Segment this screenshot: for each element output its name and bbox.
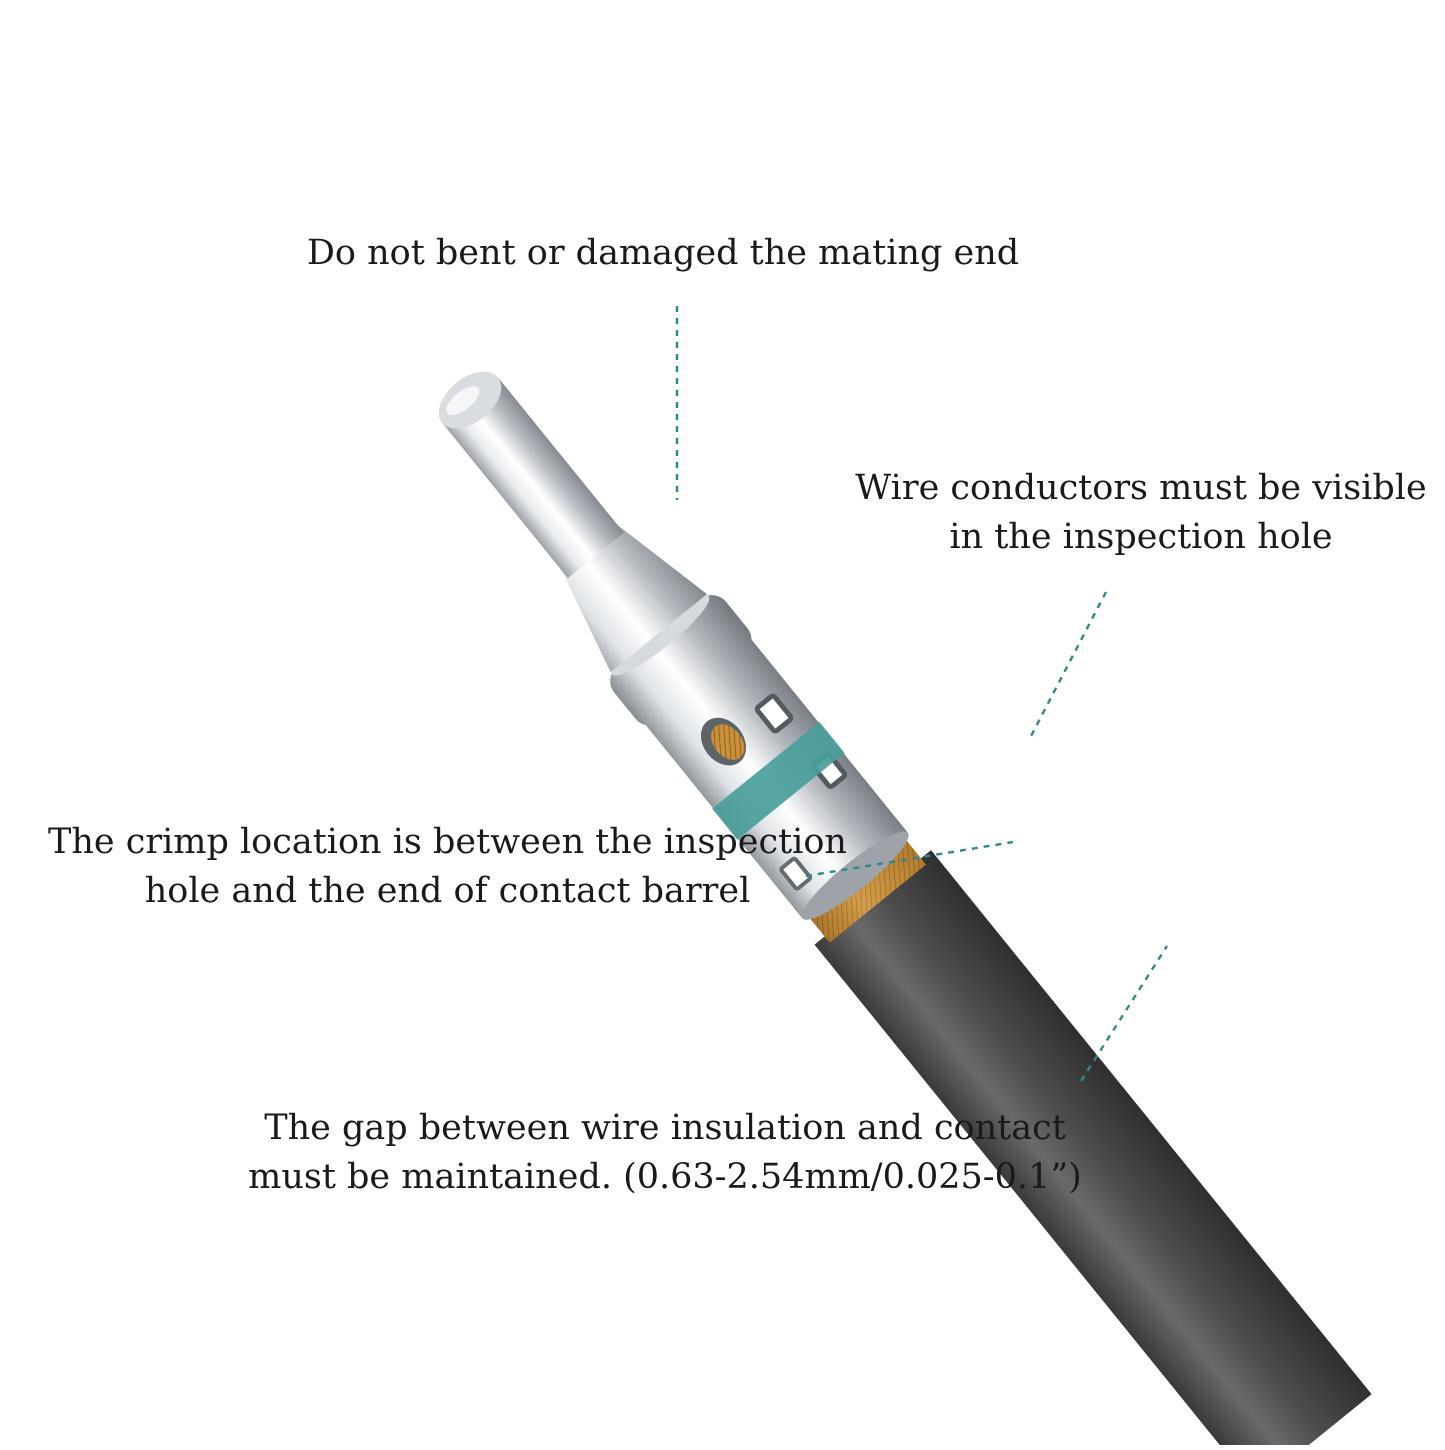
contact-taper bbox=[561, 525, 707, 673]
callout-mating-end: Do not bent or damaged the mating end bbox=[230, 229, 1096, 278]
callout-inspection-hole-line-2: in the inspection hole bbox=[949, 517, 1333, 557]
inspection-hole bbox=[700, 717, 747, 766]
callout-crimp-location-line-1: The crimp location is between the inspec… bbox=[48, 822, 847, 862]
crimp-band bbox=[712, 721, 845, 840]
callout-mating-end-line-1: Do not bent or damaged the mating end bbox=[306, 233, 1020, 273]
leader-line-inspection-hole bbox=[1028, 591, 1108, 739]
callout-insulation-gap-line-2: must be maintained. (0.63-2.54mm/0.025-0… bbox=[248, 1157, 1082, 1197]
callout-inspection-hole: Wire conductors must be visible in the i… bbox=[850, 464, 1432, 562]
callout-insulation-gap: The gap between wire insulation and cont… bbox=[230, 1104, 1100, 1202]
copper-strands bbox=[806, 836, 926, 943]
leader-line-insulation-gap bbox=[1079, 945, 1169, 1082]
callout-crimp-location: The crimp location is between the inspec… bbox=[40, 818, 855, 916]
callout-insulation-gap-line-1: The gap between wire insulation and cont… bbox=[264, 1108, 1066, 1148]
callout-inspection-hole-line-1: Wire conductors must be visible bbox=[855, 468, 1427, 508]
barrel-windows bbox=[754, 693, 848, 891]
callout-crimp-location-line-2: hole and the end of contact barrel bbox=[144, 871, 751, 911]
wire-insulation bbox=[814, 850, 1372, 1450]
mating-pin bbox=[438, 371, 624, 579]
leader-lines bbox=[675, 306, 1169, 1082]
contact-collar bbox=[610, 595, 752, 726]
